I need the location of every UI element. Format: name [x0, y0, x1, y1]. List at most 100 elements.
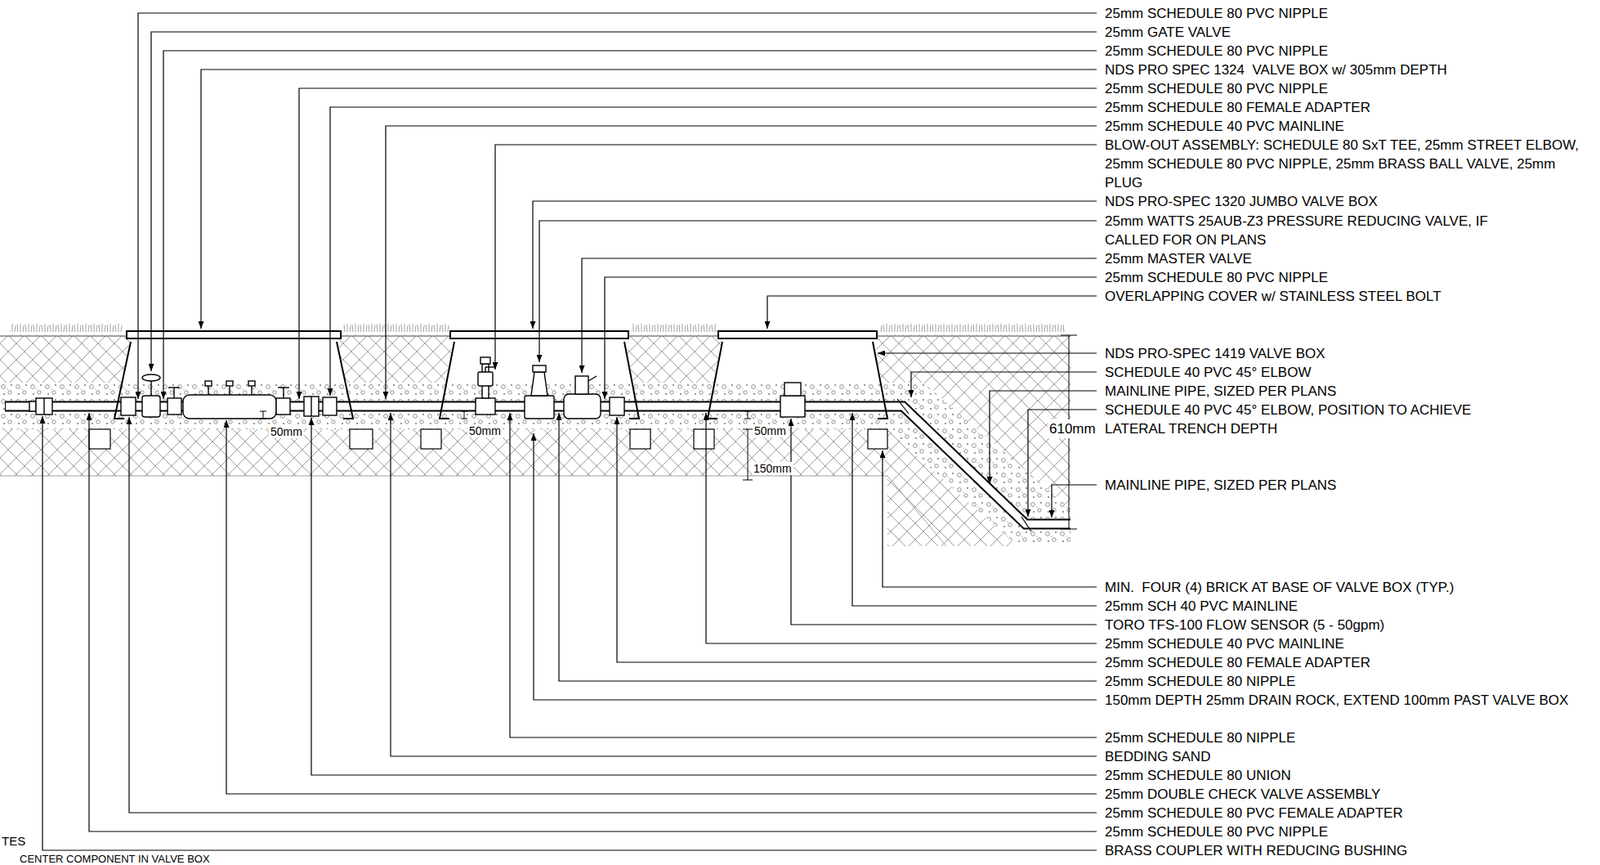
leader-line	[558, 412, 1097, 681]
leader-line	[791, 418, 1097, 625]
fittings	[485, 366, 496, 367]
fittings	[575, 375, 589, 394]
leader-line	[42, 415, 1097, 850]
fittings	[524, 395, 555, 419]
leader-line	[1051, 484, 1097, 518]
leader-line	[877, 352, 1097, 354]
fittings	[173, 387, 175, 398]
fittings	[310, 396, 312, 416]
leader-line	[89, 412, 1097, 832]
mainline-pipe	[5, 406, 1071, 524]
grass	[9, 323, 123, 336]
fittings	[43, 397, 45, 415]
callout-label: 25mm SCHEDULE 80 FEMALE ADAPTER	[1104, 98, 1371, 117]
callout-label: 25mm SCHEDULE 80 PVC NIPPLE	[1104, 4, 1328, 23]
grass	[343, 323, 450, 336]
leader-line	[1027, 409, 1097, 517]
soil-layers	[0, 475, 947, 546]
callout-label: 25mm DOUBLE CHECK VALVE ASSEMBLY	[1104, 784, 1381, 804]
callout-label: 25mm SCHEDULE 40 PVC MAINLINE	[1104, 116, 1345, 136]
valve-box-interior	[121, 335, 882, 383]
brick	[420, 429, 442, 449]
fittings	[282, 387, 284, 398]
leader-line	[882, 450, 1097, 587]
fittings	[475, 397, 496, 415]
callout-label: MAINLINE PIPE, SIZED PER PLANS	[1104, 475, 1337, 495]
fittings	[531, 371, 548, 396]
leader-line	[163, 50, 1097, 399]
leader-line	[311, 417, 1097, 775]
fittings	[588, 375, 597, 381]
grass	[879, 323, 1066, 336]
dimension-line	[460, 411, 468, 419]
mainline-pipe	[4, 406, 1071, 524]
callout-label: SCHEDULE 40 PVC 45° ELBOW, POSITION TO A…	[1104, 400, 1498, 438]
brick	[867, 429, 888, 449]
mainline-pipe	[897, 398, 1032, 532]
callout-label: MIN. FOUR (4) BRICK AT BASE OF VALVE BOX…	[1104, 577, 1454, 597]
fittings	[142, 374, 161, 381]
dimension-label: 50mm	[268, 424, 304, 438]
callout-label: BRASS COUPLER WITH REDUCING BUSHING	[1104, 840, 1408, 860]
brick	[349, 429, 373, 449]
leader-line	[390, 412, 1097, 756]
leader-line	[706, 412, 1097, 644]
leader-line	[330, 107, 1097, 396]
leader-line	[581, 258, 1097, 373]
valve-box	[114, 341, 354, 419]
callout-label: NDS PRO SPEC 1324 VALVE BOX w/ 305mm DEP…	[1104, 60, 1448, 80]
dimension-label: 150mm	[751, 461, 794, 475]
fittings	[322, 397, 337, 416]
leader-line	[616, 416, 1097, 662]
leader-line	[151, 31, 1097, 371]
callout-label: MAINLINE PIPE, SIZED PER PLANS	[1104, 381, 1337, 401]
fittings	[29, 357, 805, 419]
grass	[630, 323, 718, 336]
dimension-line	[259, 411, 267, 419]
callout-label: OVERLAPPING COVER w/ STAINLESS STEEL BOL…	[1104, 286, 1442, 306]
fittings	[205, 380, 212, 386]
brick	[89, 429, 111, 449]
valve-box	[114, 330, 888, 419]
callout-label: 25mm SCHEDULE 80 PVC NIPPLE	[1104, 268, 1328, 287]
leader-line	[911, 371, 1097, 398]
callout-label: 25mm SCHEDULE 80 PVC NIPPLE	[1104, 822, 1328, 841]
soil-layers	[0, 335, 1071, 546]
note-text: TES	[1, 833, 26, 848]
leader-line	[299, 88, 1097, 399]
leader-line	[604, 277, 1097, 399]
fittings	[478, 371, 493, 386]
callout-label: 25mm SCHEDULE 80 FEMALE ADAPTER	[1104, 652, 1371, 672]
fittings	[303, 396, 319, 416]
callout-label: 150mm DEPTH 25mm DRAIN ROCK, EXTEND 100m…	[1104, 690, 1592, 710]
fittings	[167, 397, 182, 415]
fittings	[35, 397, 53, 415]
dimension-line	[259, 335, 1078, 529]
leader-line	[42, 13, 1097, 850]
callout-label: 25mm SCHEDULE 80 PVC FEMALE ADAPTER	[1104, 803, 1404, 823]
fittings	[563, 393, 601, 419]
callout-label: TORO TFS-100 FLOW SENSOR (5 - 50gpm)	[1104, 615, 1385, 635]
leader-line	[138, 13, 1097, 399]
callout-label: 25mm MASTER VALVE	[1104, 249, 1252, 269]
leader-line	[129, 416, 1097, 813]
dimension-label: 610mm	[1047, 419, 1098, 438]
callout-label: 25mm SCHEDULE 80 NIPPLE	[1104, 671, 1296, 691]
dimension-label: 50mm	[752, 424, 788, 438]
valve-box-interior	[121, 335, 346, 383]
valve-box-interior	[713, 335, 882, 383]
callout-label: 25mm SCHEDULE 40 PVC MAINLINE	[1104, 634, 1345, 653]
callout-label: 25mm GATE VALVE	[1104, 22, 1231, 42]
fittings	[150, 380, 152, 396]
brick	[693, 429, 715, 449]
callout-label: 25mm SCHEDULE 80 PVC NIPPLE	[1104, 41, 1328, 61]
leader-line	[767, 295, 1097, 329]
leader-line	[226, 420, 1097, 794]
fittings	[780, 395, 805, 417]
fittings	[609, 397, 625, 416]
leader-line	[533, 433, 1097, 700]
callout-label: BEDDING SAND	[1104, 746, 1211, 766]
valve-box	[718, 330, 877, 339]
